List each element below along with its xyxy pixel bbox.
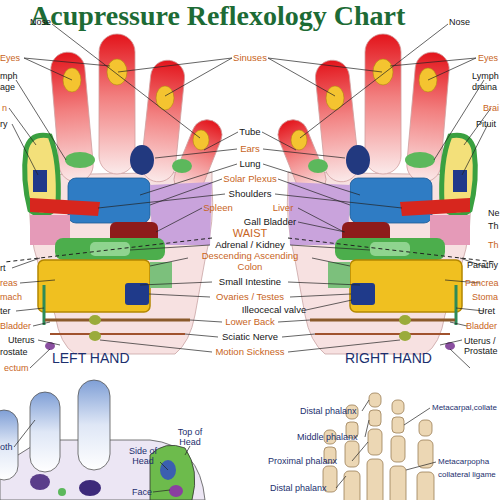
bone xyxy=(419,420,432,436)
bone xyxy=(391,436,405,462)
zone-label: oth xyxy=(0,442,13,452)
chart-title: Acupressure Reflexology Chart xyxy=(30,0,405,32)
zone-label: ter xyxy=(0,306,11,316)
zone-label: Ovaries / Testes xyxy=(216,292,284,303)
left-hand-drawing xyxy=(25,34,227,354)
zone-label: Solar Plexus xyxy=(223,174,276,185)
zone-label: Lung xyxy=(239,159,260,170)
zone-label: Liver xyxy=(273,203,294,214)
zone-label: Uret xyxy=(478,306,495,316)
bone-label: Proximal phalanx xyxy=(268,456,337,466)
bone-label: Distal phalanx xyxy=(270,483,327,493)
leader-line xyxy=(362,400,369,411)
zone xyxy=(79,480,101,496)
zone-label: rostate xyxy=(0,347,28,357)
zone-label: Descending Ascending Colon xyxy=(190,251,310,273)
bone-label: Metacarpal,collate xyxy=(432,403,497,412)
leader-line xyxy=(406,462,436,470)
finger xyxy=(78,380,110,470)
zone-label: Bladder xyxy=(466,321,497,331)
lower-hand-drawing xyxy=(0,380,205,500)
zone-label: age xyxy=(0,82,15,92)
zone-label: Lower Back xyxy=(225,317,275,328)
zone-label: reas xyxy=(0,278,18,288)
zone-label: Sinuses xyxy=(233,53,267,64)
bone xyxy=(390,466,406,500)
bone xyxy=(367,459,383,500)
zone-label: Pancrea xyxy=(465,278,499,288)
zone-label: ry xyxy=(0,119,8,129)
leader-line xyxy=(153,490,170,492)
zone xyxy=(169,485,183,497)
bone-label: Metacarpopha xyxy=(438,457,489,466)
zone-label: Motion Sickness xyxy=(215,347,284,358)
zone-label: Lymph xyxy=(472,71,499,81)
zone-label: mach xyxy=(0,292,22,302)
leader-line xyxy=(404,408,430,425)
bone xyxy=(392,400,404,414)
bone xyxy=(417,472,434,500)
leader-line xyxy=(14,420,35,447)
zone-label: Ne xyxy=(488,208,500,218)
zone-label: Spleen xyxy=(203,203,233,214)
leader-line xyxy=(336,476,346,488)
zone-label: Eyes xyxy=(0,53,20,63)
zone-label: Ears xyxy=(240,144,260,155)
bone xyxy=(369,410,381,426)
zone-label: Sciatic Nerve xyxy=(222,332,278,343)
zone-label: n xyxy=(2,103,7,113)
bone-label: Middle phalanx xyxy=(297,432,358,442)
hand-label: LEFT HAND xyxy=(52,350,130,366)
zone-label: Top of Head xyxy=(173,427,207,448)
zone-label: Pituit xyxy=(476,119,496,129)
leader-line xyxy=(160,462,168,470)
bone xyxy=(368,429,382,455)
zone-label: Eyes xyxy=(478,53,498,63)
zone-label: Uterus xyxy=(8,335,35,345)
zone-label: Face xyxy=(132,487,152,497)
bone-label: Distal phalanx xyxy=(300,406,357,416)
leader-line xyxy=(306,300,352,310)
bone-label: collateral ligame xyxy=(438,470,496,479)
leader-line xyxy=(298,222,345,232)
zone-label: Gall Bladder xyxy=(244,217,296,228)
zone-label: Parathy xyxy=(467,260,498,270)
leader-line xyxy=(185,446,190,455)
zone-label: Uterus / Prostate xyxy=(464,336,500,357)
zone-label: rt xyxy=(0,263,6,273)
hand-label: RIGHT HAND xyxy=(345,350,432,366)
zone-label: Bladder xyxy=(0,321,31,331)
bone xyxy=(345,441,359,467)
leader-line xyxy=(365,420,369,437)
leader-line xyxy=(352,442,368,461)
zone-label: Shoulders xyxy=(229,189,272,200)
zone xyxy=(160,460,176,480)
zone-label: mph xyxy=(0,71,18,81)
zone-label: Side of Head xyxy=(126,446,160,467)
zone-label: Brai xyxy=(483,103,499,113)
left-leader-lines xyxy=(5,24,238,368)
zone-label: Small Intestine xyxy=(219,277,281,288)
zone-label: Th xyxy=(488,221,499,231)
bone xyxy=(369,393,381,407)
zone-label: Th xyxy=(488,240,499,250)
right-leader-lines xyxy=(262,24,495,368)
waist-label: WAIST xyxy=(233,227,267,240)
zone-label: Illeocecal valve xyxy=(242,305,306,316)
zone-label: Adrenal / Kidney xyxy=(215,240,285,251)
zone-label: Nose xyxy=(449,17,470,27)
bone xyxy=(344,471,360,500)
bone xyxy=(418,440,433,468)
finger xyxy=(30,392,60,472)
zone-label: Tube xyxy=(239,127,260,138)
zone xyxy=(30,474,50,490)
zone-label: Nose xyxy=(30,17,51,27)
zone-label: draina xyxy=(472,82,497,92)
zone-label: ectum xyxy=(4,363,29,373)
zone-label: Stoma xyxy=(472,292,498,302)
zone xyxy=(58,488,66,496)
bone xyxy=(392,417,404,433)
